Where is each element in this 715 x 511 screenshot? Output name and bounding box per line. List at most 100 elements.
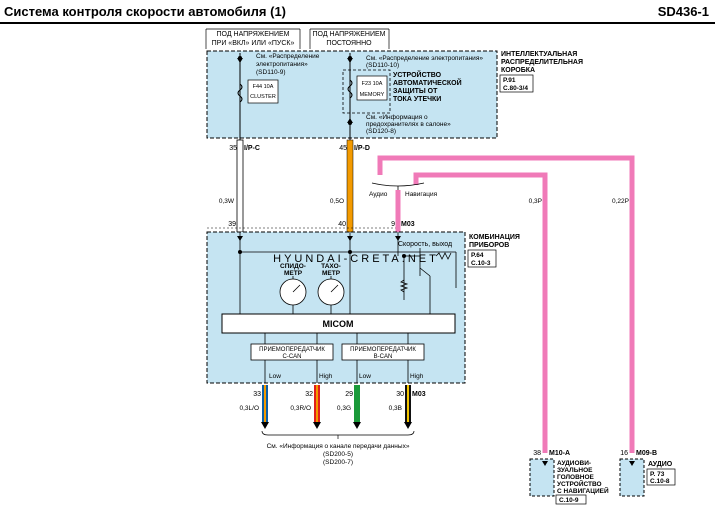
wire-orange bbox=[346, 139, 354, 233]
jb-title-1: ИНТЕЛЛЕКТУАЛЬНАЯ bbox=[501, 51, 577, 58]
fuse-left-rating: F44 10A bbox=[253, 84, 274, 90]
fuse-right-name: MEMORY bbox=[360, 92, 385, 98]
micom-label: MICOM bbox=[323, 319, 354, 329]
watermark: HYUNDAI-CRETA.NET bbox=[273, 253, 439, 265]
head-unit-title-2: ЗУАЛЬНОЕ bbox=[557, 467, 593, 474]
ipc-label: I/P-C bbox=[244, 145, 260, 152]
arrow-right bbox=[347, 58, 353, 63]
speedometer-label-2: МЕТР bbox=[284, 270, 303, 277]
protect-1: УСТРОЙСТВО bbox=[393, 70, 442, 79]
wire-pink-03-label: 0,3P bbox=[529, 198, 542, 205]
arrow-bottom bbox=[347, 118, 353, 123]
cluster-title-1: КОМБИНАЦИЯ bbox=[469, 234, 520, 241]
bcan-hi-wire-label: 0,3B bbox=[389, 405, 402, 412]
can-bracket bbox=[261, 430, 415, 436]
m03-pin-39: 39 bbox=[228, 221, 236, 228]
arrow-can-3 bbox=[353, 422, 361, 429]
speedometer-needle bbox=[292, 284, 301, 293]
jb-title-2: РАСПРЕДЕЛИТЕЛЬНАЯ bbox=[501, 59, 583, 66]
cluster-title-2: ПРИБОРОВ bbox=[469, 242, 509, 249]
cluster-arrow-1 bbox=[237, 236, 243, 241]
head-unit-arrow bbox=[542, 461, 548, 466]
power-constant-2: ПОСТОЯННО bbox=[326, 40, 372, 47]
can-high-label: High bbox=[319, 373, 333, 380]
fuse-left-name: CLUSTER bbox=[250, 94, 276, 100]
tachometer-label-2: МЕТР bbox=[322, 270, 341, 277]
audio-unit-ref-1: P. 73 bbox=[650, 471, 665, 478]
can-hi-pin: 32 bbox=[305, 391, 313, 398]
protect-3: ЗАЩИТЫ ОТ bbox=[393, 88, 438, 95]
power-label-constant: ПОД НАПРЯЖЕНИЕМ ПОСТОЯННО bbox=[309, 28, 390, 49]
m09-pin: 16 bbox=[620, 450, 628, 457]
can-note-2: (SD200-5) bbox=[323, 451, 353, 458]
jb-note-left-2: электропитания» bbox=[256, 61, 308, 68]
m03-bottom-label: M03 bbox=[412, 391, 426, 398]
wire-white-label: 0,3W bbox=[219, 198, 235, 205]
arrow-can-4 bbox=[404, 422, 412, 429]
jb-note-left-3: (SD110-9) bbox=[256, 69, 286, 76]
page-header: Система контроля скорости автомобиля (1)… bbox=[0, 0, 715, 24]
can-lo-wire-label: 0,3L/O bbox=[239, 405, 259, 412]
tachometer-needle bbox=[330, 284, 339, 293]
wire-white bbox=[236, 139, 244, 233]
fuse-right-icon bbox=[347, 79, 353, 99]
wire-orange-label: 0,5O bbox=[330, 198, 344, 205]
head-unit-ref-box bbox=[555, 494, 587, 505]
cluster-ref-2: C.10-3 bbox=[471, 260, 491, 267]
jb-note-right-1: См. «Распределение электропитания» bbox=[366, 55, 483, 62]
speed-out-label: Скорость, выход bbox=[398, 241, 452, 248]
head-unit-title-1: АУДИОВИ- bbox=[557, 460, 591, 467]
audio-unit-arrow bbox=[629, 461, 635, 466]
bcan-lo-pin: 29 bbox=[345, 391, 353, 398]
jb-note-right-2: (SD110-10) bbox=[366, 62, 399, 69]
bcan-lo-wire-label: 0,3G bbox=[337, 405, 351, 412]
can-wire-blue bbox=[262, 385, 268, 423]
cluster-splice-1 bbox=[238, 250, 242, 254]
jb-ref-2: C.80-3/4 bbox=[503, 85, 528, 92]
tachometer-label-1: ТАХО- bbox=[321, 263, 341, 270]
audio-unit-ref-box bbox=[646, 468, 676, 486]
can-wire-red bbox=[314, 385, 320, 423]
head-unit bbox=[529, 458, 555, 497]
audio-unit-ref-2: C.10-8 bbox=[650, 478, 670, 485]
ipd-pin: 45 bbox=[339, 145, 347, 152]
micom-block bbox=[221, 313, 456, 334]
ipc-pin: 35 bbox=[229, 145, 237, 152]
m10-pin: 38 bbox=[533, 450, 541, 457]
cluster-ref-box bbox=[467, 249, 497, 268]
bcan-high-label: High bbox=[410, 373, 424, 380]
power-on-key-1: ПОД НАПРЯЖЕНИЕМ bbox=[217, 31, 290, 38]
pullup-resistor-icon bbox=[399, 279, 409, 293]
branch-nav: Навигация bbox=[405, 191, 438, 198]
head-unit-title-5: С НАВИГАЦИЕЙ bbox=[557, 486, 609, 495]
can-wire-green bbox=[354, 385, 360, 423]
m03-pin-9: 9 bbox=[391, 221, 395, 228]
head-unit-title-3: ГОЛОВНОЕ bbox=[557, 474, 595, 481]
protect-4: ТОКА УТЕЧКИ bbox=[393, 96, 441, 103]
arrow-left bbox=[237, 58, 243, 63]
jb-ref-1: P.91 bbox=[503, 77, 516, 84]
ccan-transceiver bbox=[250, 343, 334, 361]
cluster-arrow-2 bbox=[347, 236, 353, 241]
m09-label: M09-B bbox=[636, 450, 657, 457]
ccan-label-2: C-CAN bbox=[283, 354, 302, 360]
cluster-ref-1: P.64 bbox=[471, 252, 484, 259]
bcan-hi-pin: 30 bbox=[396, 391, 404, 398]
cluster-splice-2 bbox=[348, 250, 352, 254]
bcan-label-2: B-CAN bbox=[374, 354, 393, 360]
speed-resistor-icon bbox=[435, 252, 452, 260]
fuse-right-box bbox=[356, 75, 388, 101]
speedometer-label-1: СПИДО- bbox=[280, 263, 306, 270]
bcan-transceiver bbox=[341, 343, 425, 361]
power-label-on-key: ПОД НАПРЯЖЕНИЕМ ПРИ «ВКЛ» ИЛИ «ПУСК» bbox=[205, 28, 301, 49]
fuse-right-rating: F23 10A bbox=[362, 81, 383, 87]
branch-audio: Аудио bbox=[369, 191, 388, 198]
head-unit-title-4: УСТРОЙСТВО bbox=[557, 479, 602, 488]
audio-unit-title: АУДИО bbox=[648, 461, 673, 468]
cluster-splice-3 bbox=[402, 254, 406, 258]
can-note-3: (SD200-7) bbox=[323, 459, 353, 466]
fuse-left-box bbox=[247, 79, 279, 104]
arrow-can-2 bbox=[313, 422, 321, 429]
can-wire-black bbox=[405, 385, 411, 423]
